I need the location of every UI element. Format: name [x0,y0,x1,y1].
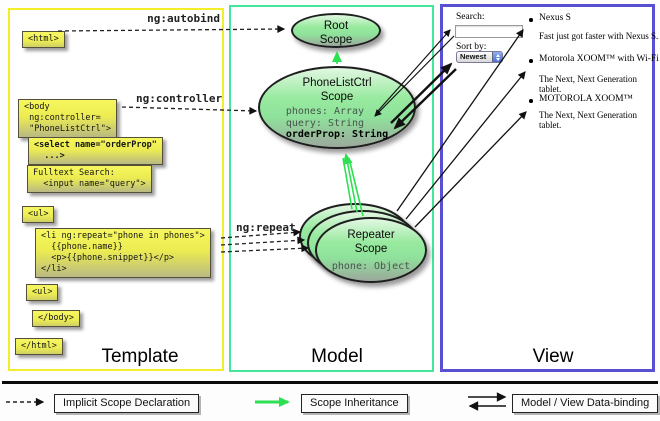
search-input[interactable] [455,25,523,38]
legend-data-binding: Model / View Data-binding [512,394,659,413]
phone-item-desc: The Next, Next Generation tablet. [539,110,637,130]
legend-scope-inheritance: Scope Inheritance [301,394,408,413]
sort-select[interactable]: Newest [456,51,503,63]
body-close-tag-box: </body> [32,309,80,327]
bullet-icon [529,99,533,103]
view-caption: View [532,346,574,367]
prop-query: query: String [285,117,365,129]
phone-item-title: Nexus S [539,13,571,23]
repeater-scope-ellipse-front: Repeater Scope phone: Object [315,217,427,283]
html-close-tag-box: </html> [15,337,63,355]
phonelistctrl-scope-ellipse: PhoneListCtrl Scope phones: Array query:… [258,66,416,149]
phone-item-title: MOTOROLA XOOM™ [539,94,633,104]
sort-select-value: Newest [460,52,487,61]
phonelistctrl-scope-props: phones: Array query: String orderProp: S… [286,106,388,141]
li-repeat-box: <li ng:repeat="phone in phones"> {{phone… [35,227,211,278]
ng-autobind-label: ng:autobind [147,12,220,25]
repeater-scope-title: Repeater Scope [347,229,395,255]
ul-open-tag-box: <ul> [22,205,55,223]
bullet-icon [529,59,533,63]
ng-controller-label: ng:controller [136,92,223,105]
prop-phone: phone: Object [331,261,411,273]
model-column [229,5,434,372]
repeater-scope-props: phone: Object [332,261,410,273]
select-orderprop-box: <select name="orderProp" ...> [28,136,163,165]
body-controller-box: <body ng:controller= "PhoneListCtrl"> [18,98,117,138]
root-scope-title: Root Scope [319,20,353,46]
select-stepper-icon[interactable] [492,52,502,62]
phone-item-title: Motorola XOOM™ with Wi-Fi [539,54,659,64]
bullet-icon [529,18,533,22]
ng-repeat-label: ng:repeat [236,221,296,234]
legend-separator [2,381,658,384]
phone-item-desc: Fast just got faster with Nexus S. [539,31,659,41]
prop-orderprop: orderProp: String [285,129,389,141]
prop-phones: phones: Array [285,106,365,118]
model-caption: Model [311,346,363,367]
legend-implicit-scope: Implicit Scope Declaration [54,394,200,413]
phonelistctrl-scope-title: PhoneListCtrl Scope [302,77,372,103]
html-open-tag-box: <html> [22,30,65,48]
template-caption: Template [101,346,179,367]
search-label: Search: [456,12,485,22]
phone-item-desc: The Next, Next Generation tablet. [539,74,637,94]
fulltext-search-box: Fulltext Search: <input name="query"> [27,164,152,193]
ul-second-tag-box: <ul> [26,283,59,301]
root-scope-ellipse: Root Scope [291,13,381,48]
